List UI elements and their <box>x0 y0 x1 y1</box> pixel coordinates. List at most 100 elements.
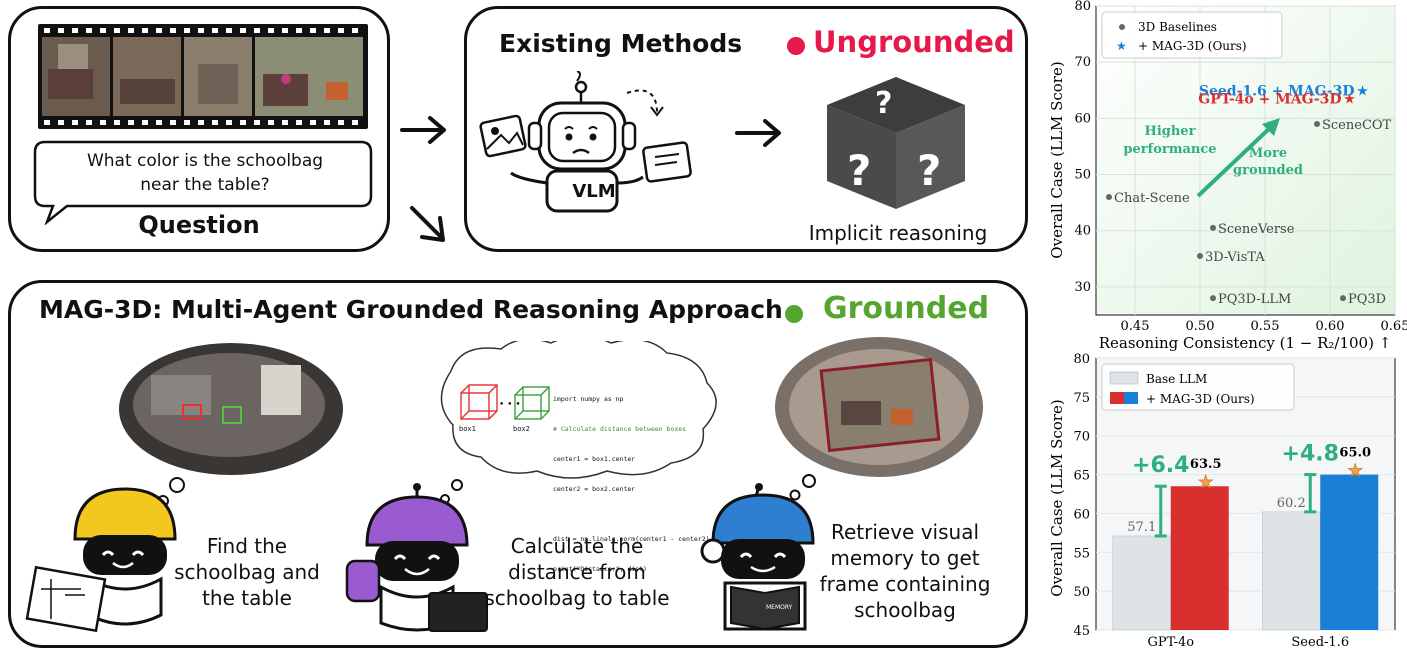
scatter-ylabel: Overall Case (LLM Score) <box>1048 61 1066 258</box>
agent3-text: Retrieve visual memory to get frame cont… <box>819 520 991 622</box>
box2-label: box2 <box>513 425 530 433</box>
legend-baselines: 3D Baselines <box>1138 20 1217 34</box>
y-tick-label: 65 <box>1073 469 1090 484</box>
category-label: GPT-4o <box>1147 635 1194 650</box>
mag3d-star-point: ★ <box>1356 83 1369 99</box>
agent2-text: Calculate the distance from schoolbag to… <box>484 534 670 610</box>
mag3d-bar <box>1170 486 1229 630</box>
implicit-reasoning-caption: Implicit reasoning <box>808 221 988 245</box>
question-cube-icon: ? ? ? <box>827 77 965 209</box>
annotation-grounded: grounded <box>1233 163 1303 178</box>
baseline-point <box>1197 253 1203 260</box>
y-tick-label: 60 <box>1073 507 1090 522</box>
y-tick-label: 30 <box>1074 280 1091 295</box>
flow-arrows <box>400 116 446 242</box>
annotation-performance: performance <box>1123 142 1216 157</box>
grounded-dot-icon <box>785 305 803 323</box>
bar-legend: Base LLM + MAG-3D (Ours) <box>1101 363 1295 411</box>
mag3d-point-label: GPT-4o + MAG-3D <box>1198 92 1341 108</box>
svg-text:• • •: • • • <box>499 400 521 410</box>
code-block: import numpy as np # Calculate distance … <box>553 374 710 594</box>
y-tick-label: 40 <box>1074 224 1091 239</box>
y-tick-label: 50 <box>1073 585 1090 600</box>
green-box <box>222 406 242 424</box>
svg-text:?: ? <box>917 146 941 195</box>
x-tick-label: 0.55 <box>1251 319 1280 334</box>
document-icon <box>642 141 692 183</box>
mag3d-bar <box>1320 474 1379 630</box>
baseline-point <box>1314 120 1320 127</box>
svg-text:?: ? <box>875 86 892 121</box>
red-box <box>182 404 202 420</box>
base-value-label: 60.2 <box>1277 496 1306 511</box>
film-strip-graphic <box>42 28 363 125</box>
scatter-legend: 3D Baselines ★ + MAG-3D (Ours) <box>1101 11 1283 59</box>
base-llm-bar <box>1112 535 1171 631</box>
legend-star-icon: ★ <box>1116 39 1127 53</box>
mag3d-title: MAG-3D: Multi-Agent Grounded Reasoning A… <box>39 295 783 324</box>
base-value-label: 57.1 <box>1127 520 1156 535</box>
svg-text:?: ? <box>847 146 871 195</box>
right-arrow-icon-2 <box>735 119 781 147</box>
floor-plan <box>25 565 107 633</box>
y-tick-label: 50 <box>1074 168 1091 183</box>
purple-helmet-robot-icon <box>345 483 488 632</box>
ungrounded-status: Ungrounded <box>813 25 1015 59</box>
image-icon <box>479 114 527 158</box>
speech-bubble <box>33 140 373 225</box>
box2-wireframe <box>514 386 550 420</box>
memory-book-label: MEMORY <box>766 604 793 611</box>
legend-ours: + MAG-3D (Ours) <box>1138 39 1247 53</box>
question-label: Question <box>138 211 260 239</box>
mag3d-star-point: ★ <box>1343 92 1356 108</box>
baseline-label: PQ3D <box>1348 292 1386 307</box>
ungrounded-dot-icon <box>787 37 805 55</box>
x-tick-label: 0.50 <box>1186 319 1215 334</box>
star-icon: ★ <box>1347 461 1363 482</box>
code-line: center2 = box2.center <box>553 485 636 493</box>
annotation-higher: Higher <box>1145 124 1196 139</box>
y-tick-label: 55 <box>1073 546 1090 561</box>
baseline-point <box>1210 224 1216 231</box>
baseline-label: SceneVerse <box>1218 222 1295 237</box>
y-tick-label: 80 <box>1073 352 1090 367</box>
grounded-status: Grounded <box>823 291 990 326</box>
code-line: print("Distance:", dist) <box>553 565 647 573</box>
performance-arrow <box>1196 124 1274 198</box>
code-line: import numpy as np <box>553 395 624 403</box>
legend-mag3d: + MAG-3D (Ours) <box>1146 392 1255 406</box>
box1-label: box1 <box>459 425 476 433</box>
base-llm-bar <box>1262 511 1321 631</box>
mag3d-value-label: 65.0 <box>1339 446 1371 461</box>
gain-label: +4.8 <box>1282 442 1339 467</box>
legend-base: Base LLM <box>1146 372 1207 386</box>
mag3d-point-label: Seed-1.6 + MAG-3D <box>1199 83 1355 99</box>
y-tick-label: 70 <box>1073 430 1090 445</box>
mag3d-panel: MAG-3D: Multi-Agent Grounded Reasoning A… <box>8 280 1028 648</box>
y-tick-label: 45 <box>1073 624 1090 639</box>
box1-wireframe <box>460 384 498 420</box>
gain-label: +6.4 <box>1132 453 1189 478</box>
vlm-robot-icon <box>479 71 692 213</box>
code-line: # Calculate distance between boxes <box>553 425 687 433</box>
memory-book-icon <box>730 585 800 631</box>
laptop-icon <box>428 592 488 632</box>
code-line: dist = np.linalg.norm(center1 - center2) <box>553 535 710 543</box>
category-label: Seed-1.6 <box>1291 635 1349 650</box>
scatter-xlabel: Reasoning Consistency (1 − R₂/100) ↑ <box>1099 334 1392 352</box>
blue-helmet-robot-icon: MEMORY <box>700 483 815 631</box>
baseline-point <box>1210 295 1216 302</box>
baseline-label: PQ3D-LLM <box>1218 292 1291 307</box>
x-tick-label: 0.65 <box>1381 319 1407 334</box>
mag3d-value-label: 63.5 <box>1190 457 1222 472</box>
memory-thought-bubble <box>775 337 983 501</box>
baseline-label: Chat-Scene <box>1114 191 1190 206</box>
star-icon: ★ <box>1198 472 1214 493</box>
baseline-label: 3D-VisTA <box>1205 250 1265 265</box>
existing-methods-title: Existing Methods <box>499 29 743 58</box>
down-right-arrow-icon <box>410 206 445 242</box>
question-panel: What color is the schoolbag near the tab… <box>8 6 390 252</box>
existing-methods-panel: Existing Methods Ungrounded <box>464 6 1028 252</box>
